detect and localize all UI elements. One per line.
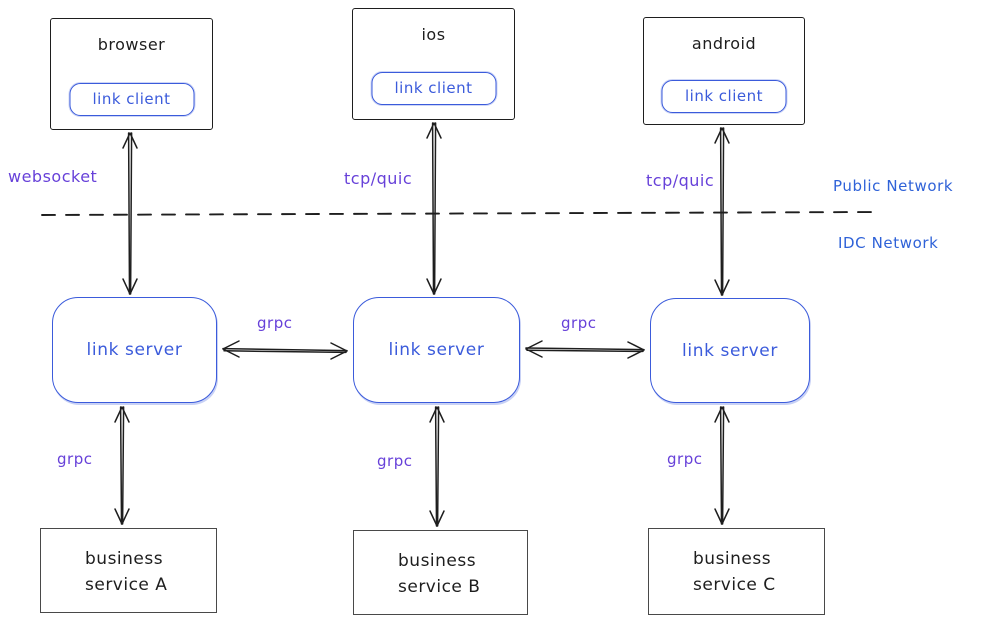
network-divider-line — [41, 211, 876, 216]
link-client-chip: link client — [371, 72, 496, 105]
service-name-line1: business — [85, 549, 164, 569]
service-name-line1: business — [693, 549, 772, 569]
service-name-line2: service C — [693, 575, 776, 595]
arrow-server1-to-service-a — [114, 406, 130, 525]
arrow-server3-to-service-c — [714, 406, 730, 525]
grpc-label-service-b: grpc — [377, 452, 413, 470]
arrow-server1-to-server2 — [222, 340, 348, 360]
link-server-label: link server — [86, 340, 183, 360]
grpc-label-server1-server2: grpc — [257, 314, 293, 332]
link-client-chip-label: link client — [92, 90, 171, 108]
arrow-server2-to-server3 — [525, 340, 645, 359]
client-title: ios — [421, 25, 446, 44]
link-server-box-1: link server — [52, 297, 217, 403]
grpc-label-service-c: grpc — [667, 450, 703, 468]
arrow-android-to-server — [714, 127, 730, 296]
service-name-line2: service B — [398, 577, 481, 597]
business-service-box-b: business service B — [353, 530, 528, 615]
link-server-box-3: link server — [650, 298, 810, 403]
link-client-chip: link client — [661, 80, 787, 113]
protocol-label-tcp-quic-android: tcp/quic — [646, 171, 715, 190]
client-title: browser — [97, 35, 166, 54]
link-client-chip-label: link client — [685, 87, 763, 105]
idc-network-label: IDC Network — [838, 234, 939, 252]
business-service-box-c: business service C — [648, 528, 825, 615]
grpc-label-service-a: grpc — [57, 450, 93, 468]
link-server-label: link server — [388, 340, 485, 360]
client-title: android — [691, 34, 757, 53]
client-box-ios: ios link client — [352, 8, 515, 120]
business-service-box-a: business service A — [40, 528, 217, 613]
protocol-label-tcp-quic-ios: tcp/quic — [344, 169, 413, 188]
arrow-server2-to-service-b — [429, 406, 445, 527]
service-name-line1: business — [398, 551, 477, 571]
arrow-ios-to-server — [426, 122, 442, 295]
protocol-label-websocket: websocket — [8, 167, 98, 186]
service-name-line2: service A — [85, 575, 168, 595]
public-network-label: Public Network — [833, 177, 954, 195]
link-client-chip-label: link client — [394, 79, 473, 97]
link-server-box-2: link server — [353, 297, 520, 403]
client-box-android: android link client — [643, 17, 805, 125]
grpc-label-server2-server3: grpc — [561, 314, 597, 332]
arrow-browser-to-server — [122, 132, 138, 295]
link-client-chip: link client — [69, 83, 194, 116]
link-server-label: link server — [682, 340, 778, 361]
client-box-browser: browser link client — [50, 18, 213, 130]
